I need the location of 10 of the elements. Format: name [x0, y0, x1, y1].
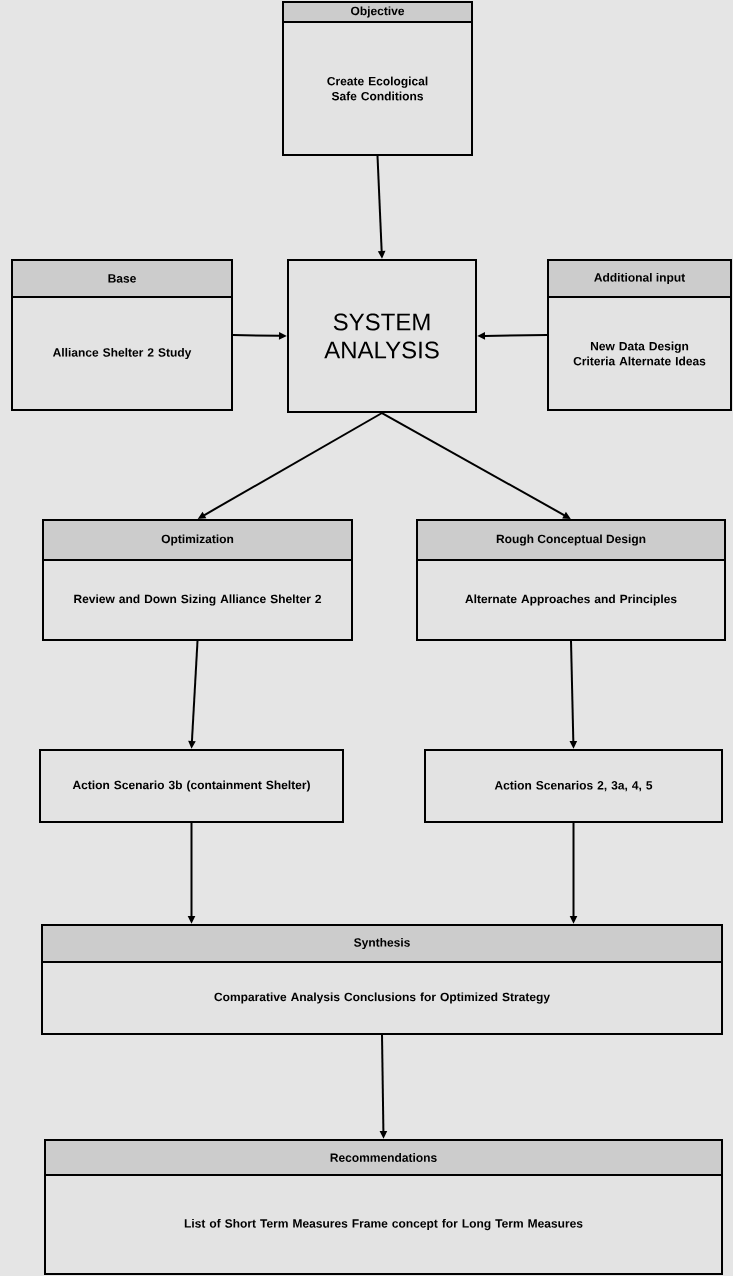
process-box: Rough Conceptual Design Alternate Approaches and Principles [416, 519, 726, 641]
process-box: SYSTEM ANALYSIS [287, 259, 477, 413]
process-box: Synthesis Comparative Analysis Conclusions for Optimized Strategy [41, 924, 723, 1035]
process-box: Action Scenario 3b (containment Shelter) [39, 749, 344, 823]
process-box: Base Alliance Shelter 2 Study [11, 259, 233, 411]
process-box: Action Scenarios 2, 3a, 4, 5 [424, 749, 723, 823]
process-box: Objective Create Ecological Safe Conditions [282, 1, 473, 156]
process-box: Optimization Review and Down Sizing Alliance Shelter 2 [42, 519, 353, 641]
process-box: Recommendations List of Short Term Measures Frame concept for Long Term Measures [44, 1139, 723, 1275]
process-box: Additional input New Data Design Criteria Alternate Ideas [547, 259, 732, 411]
